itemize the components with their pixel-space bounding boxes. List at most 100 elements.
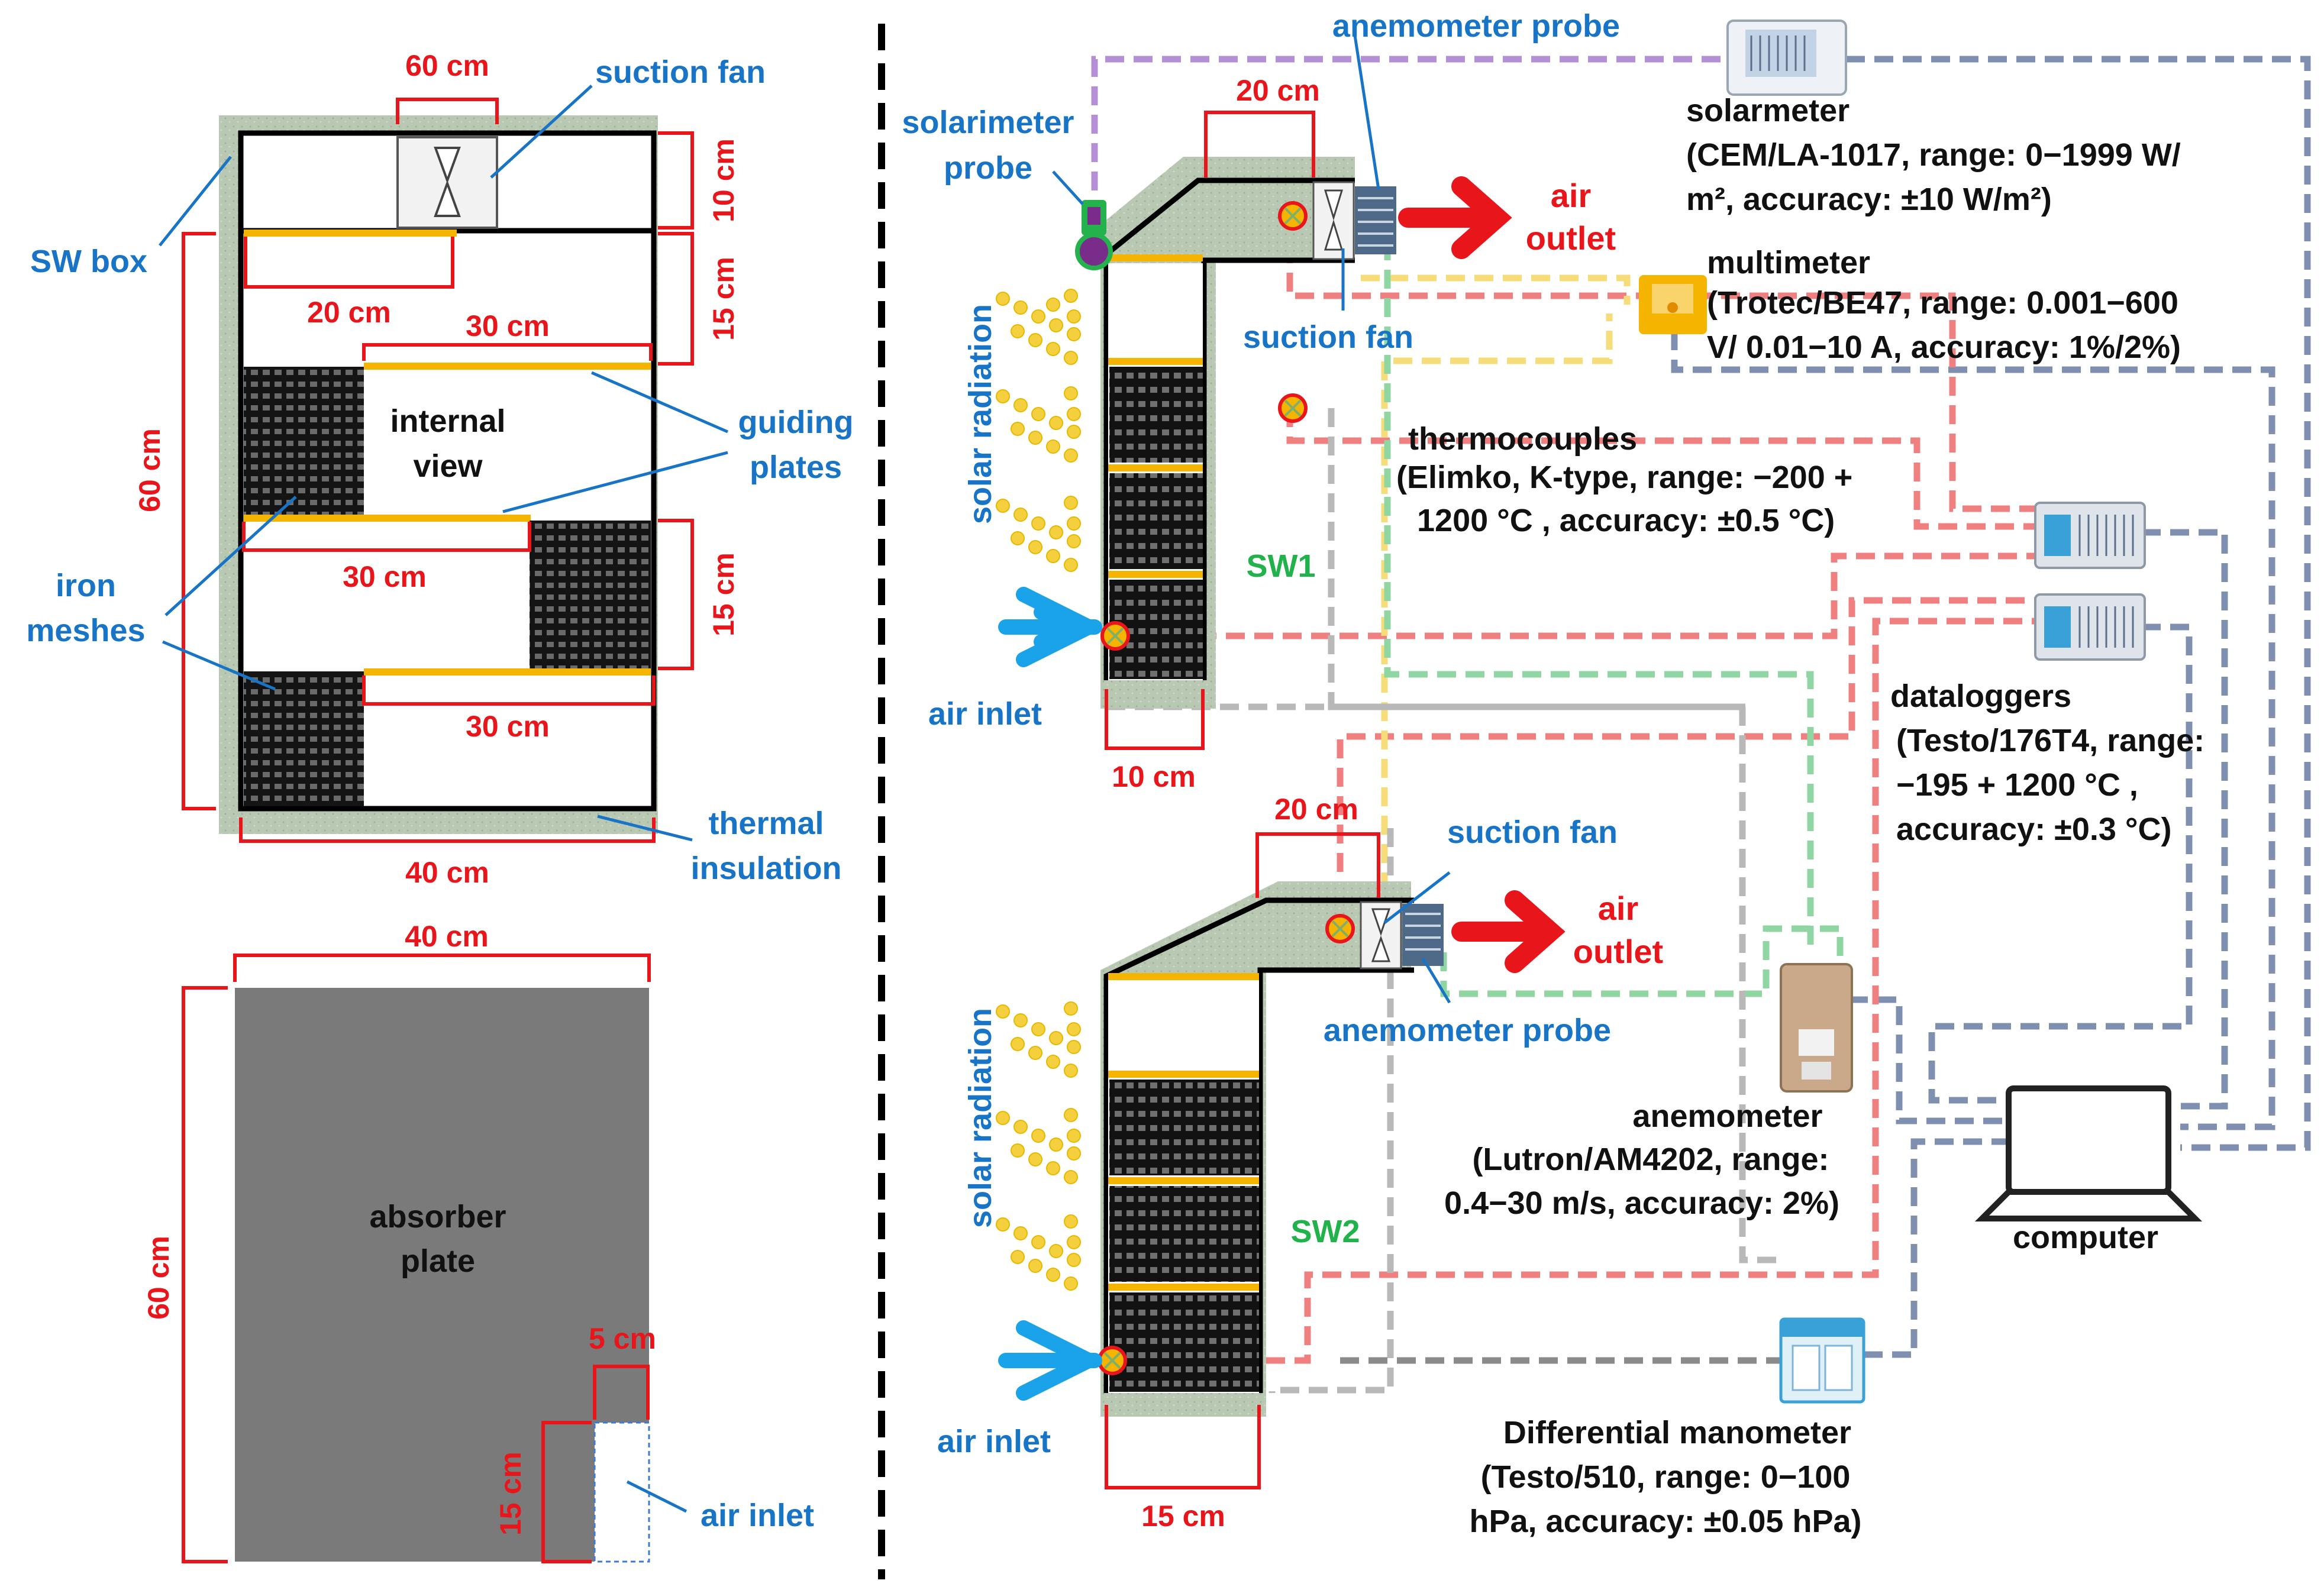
guiding-plate [1108,571,1203,578]
absorber-label: plate [401,1243,475,1279]
wire-manometer-computer [1864,1138,2006,1358]
dim-bracket-plate4 [362,676,656,706]
suction-fan-icon [434,147,461,217]
sw2-dim-bottom-label: 15 cm [1141,1499,1225,1533]
sw1-solar-radiation-label: solar radiation [963,304,998,524]
absorber-inlet-w-label: 5 cm [589,1322,656,1355]
dim-bracket-right-low [658,519,694,670]
suction-fan-icon [1324,189,1344,251]
iron-mesh [244,367,364,515]
sw1-dim-top-label: 20 cm [1236,74,1320,107]
dim-plate2-label: 30 cm [466,309,550,342]
iron-mesh [1109,1292,1259,1392]
solar-radiation-dots [996,1001,1081,1291]
guiding-plates-label: plates [750,450,842,485]
wire-datalogger2-computer [1928,623,2193,1104]
dim-bracket-absorber-top [233,954,651,982]
thermocouple-marker [1100,621,1130,651]
absorber-dim-top-label: 40 cm [405,920,489,953]
multimeter-device-icon [1639,275,1707,334]
dim-bracket-right-mid [658,232,694,366]
sw2-air-outlet-label: outlet [1573,933,1663,970]
sw-box-internal-view: 60 cm 10 cm 15 cm 15 cm 60 cm 20 cm 30 c… [26,49,853,889]
manometer-spec: hPa, accuracy: ±0.05 hPa) [1470,1504,1862,1539]
solarmeter-spec: (CEM/LA-1017, range: 0−1999 W/ [1686,137,2181,173]
air-inlet-arrow-icon [998,587,1102,667]
sw1-suction-fan-label: suction fan [1243,319,1413,355]
guiding-plate [364,668,651,676]
iron-meshes-label: meshes [26,613,145,648]
wire-multimeter-computer [1671,331,2275,1130]
dim-top-label: 60 cm [405,49,489,82]
sw2-frame [1103,897,1414,1393]
guiding-plate [1108,1177,1259,1184]
dim-plate3-label: 30 cm [343,560,427,593]
guiding-plates-label: guiding [738,405,854,440]
absorber-air-inlet-label: air inlet [701,1498,814,1533]
sw2-dim-bracket-top [1255,832,1380,898]
solarmeter-spec: m², accuracy: ±10 W/m²) [1686,182,2052,217]
guiding-plate [1108,1284,1259,1291]
sw1-assembly: 20 cm 10 cm SW1 solar radiation air inle… [902,8,1620,793]
iron-mesh [1109,473,1203,569]
dim-bracket-absorber-left [182,986,228,1563]
wire-solarmeter-computer [1846,56,2311,1151]
multimeter-spec: V/ 0.01−10 A, accuracy: 1%/2%) [1707,329,2181,365]
wire-thermocouple [1286,216,2035,512]
wire-thermocouple [1266,618,2035,1364]
wire-manometer [1268,828,1394,1394]
thermal-insulation-label: thermal [708,806,824,841]
manometer-label: Differential manometer [1503,1415,1851,1450]
sw2-anemometer-probe-label: anemometer probe [1324,1013,1611,1048]
sw1-solarimeter-probe-label: solarimeter [902,105,1074,140]
sw2-air-outlet-label: air [1598,890,1639,927]
absorber-plate-view: 40 cm 60 cm 5 cm 15 cm absorber plate ai… [142,920,814,1563]
iron-mesh [530,521,651,668]
sw2-solar-radiation-label: solar radiation [963,1008,998,1228]
wire-anemometer [1384,213,1814,946]
wire-datalogger1-computer [2142,529,2228,1110]
anemometer-label: anemometer [1632,1098,1822,1134]
dim-left-label: 60 cm [133,428,166,512]
thermocouples-spec: 1200 °C , accuracy: ±0.5 °C) [1417,503,1835,538]
wire-thermocouple [1337,597,2035,929]
sw1-dim-bracket-bottom [1105,689,1205,750]
solarmeter-device-icon [1726,20,1847,96]
air-inlet-opening [593,1421,650,1563]
dim-right-low-label: 15 cm [707,552,740,636]
dim-bracket-plate3 [242,522,531,552]
internal-view-label: view [413,448,483,484]
guiding-plate [1108,358,1203,365]
anemometer-device-icon [1780,963,1853,1093]
guiding-plate [1108,973,1259,980]
datalogger-device-icon [2034,502,2146,569]
guiding-plate [1108,1071,1259,1078]
manometer-device-icon [1779,1317,1865,1404]
dim-right-top-label: 10 cm [707,138,740,222]
dataloggers-label: dataloggers [1890,678,2071,714]
thermocouple-marker [1098,1346,1127,1375]
dim-bracket-plate2 [362,343,653,361]
iron-mesh [1109,1186,1259,1282]
solarmeter-label: solarmeter [1686,93,1849,128]
sw2-dim-bracket-bottom [1105,1405,1261,1489]
wire-multimeter [1361,274,1631,305]
sw1-air-outlet-label: outlet [1526,219,1616,257]
air-inlet-arrow-icon [998,1320,1102,1401]
sw2-dim-top-label: 20 cm [1274,793,1358,826]
anemometer-spec: 0.4−30 m/s, accuracy: 2%) [1444,1185,1839,1221]
dataloggers-spec: (Testo/176T4, range: [1896,723,2204,758]
thermocouple-marker [1325,914,1355,943]
thermocouples-label: thermocouples [1408,421,1637,457]
solar-radiation-dots [996,289,1081,572]
air-outlet-arrow-icon [1398,176,1512,259]
absorber-label: absorber [369,1199,506,1234]
dim-bracket-plate1 [244,237,454,289]
guiding-plate [244,515,531,522]
anemometer-spec: (Lutron/AM4202, range: [1472,1142,1829,1177]
dim-bracket-left [182,232,216,810]
wire-thermocouple [1286,408,2035,530]
dim-bottom-label: 40 cm [405,856,489,889]
absorber-inlet-h-label: 15 cm [494,1452,527,1536]
iron-meshes-label: iron [56,568,116,603]
